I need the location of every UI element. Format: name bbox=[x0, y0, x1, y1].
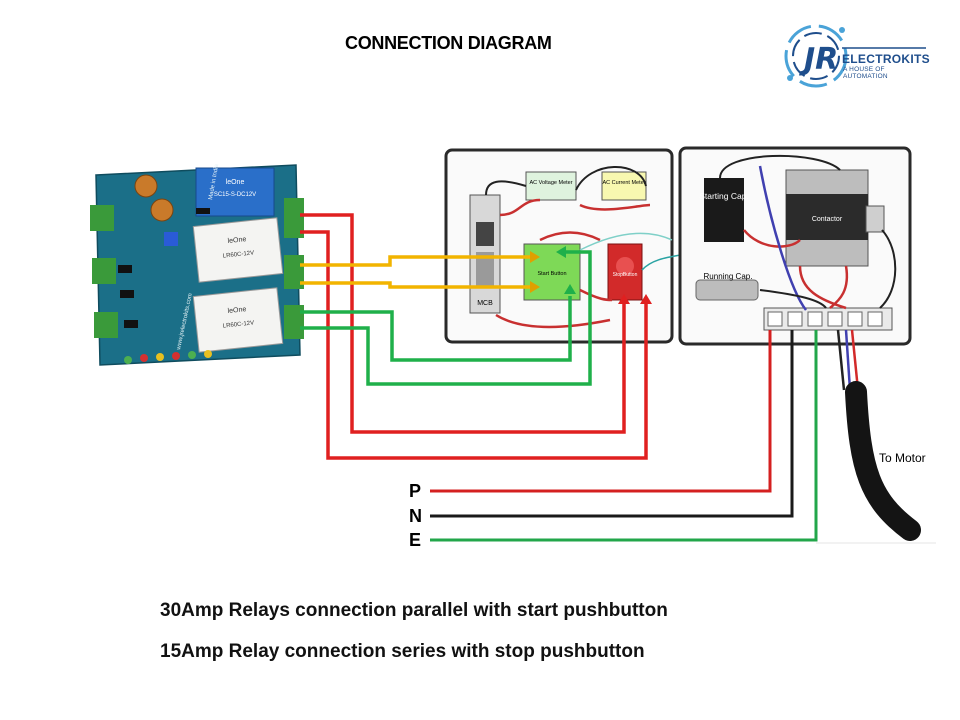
capacitor bbox=[150, 198, 174, 222]
terminal-block bbox=[92, 258, 116, 284]
brand-logo: JR ELECTROKITS A HOUSE OF AUTOMATION bbox=[780, 18, 930, 90]
ic-chip bbox=[118, 265, 132, 273]
ic-chip bbox=[124, 320, 138, 328]
relay-brand-small: leOne bbox=[226, 179, 245, 186]
led bbox=[124, 356, 132, 364]
terminal-block-out-1 bbox=[284, 198, 304, 238]
wire-yellow-start-1 bbox=[300, 255, 530, 267]
wire-red-stop-1 bbox=[300, 213, 626, 434]
supply-label-e: E bbox=[409, 530, 422, 550]
led bbox=[172, 352, 180, 360]
control-panel: AC Voltage Meter AC Current Meter MCB St… bbox=[444, 148, 721, 344]
terminal-block-out-3 bbox=[284, 305, 304, 339]
start-button-label: Start Button bbox=[537, 271, 566, 277]
starting-capacitor bbox=[704, 178, 744, 242]
relay-model-large-2: LR60C-12V bbox=[223, 320, 255, 329]
relay-model-small: SC15-S-DC12V bbox=[214, 192, 256, 198]
motor-cable bbox=[836, 329, 921, 541]
running-capacitor bbox=[695, 279, 759, 301]
logo-brand: ELECTROKITS bbox=[842, 52, 930, 66]
relay-board: leOne SC15-S-DC12V leOne LR60C-12V leOne… bbox=[90, 163, 304, 366]
relay-brand-large-1: leOne bbox=[227, 236, 246, 245]
supply-label-p: P bbox=[409, 481, 422, 501]
supply-label-n: N bbox=[409, 506, 422, 526]
page-title: CONNECTION DIAGRAM bbox=[345, 33, 552, 53]
logo-circuit-icon bbox=[784, 24, 926, 88]
large-relay-1 bbox=[192, 217, 284, 283]
running-cap-label: Running Cap. bbox=[704, 272, 753, 281]
ac-voltage-meter-label: AC Voltage Meter bbox=[529, 180, 572, 186]
diode bbox=[196, 208, 210, 214]
capacitor bbox=[134, 174, 158, 198]
contactor-label: Contactor bbox=[812, 216, 843, 223]
wire-green-start-2 bbox=[300, 250, 592, 386]
relay-model-large-1: LR60C-12V bbox=[223, 250, 255, 259]
wire-red-stop-2 bbox=[300, 230, 648, 460]
large-relay-2 bbox=[192, 287, 284, 353]
ac-voltage-meter bbox=[525, 171, 577, 201]
mcb-label: MCB bbox=[477, 300, 493, 307]
wire-yellow-start-2 bbox=[300, 281, 530, 289]
led bbox=[156, 353, 164, 361]
ac-current-meter bbox=[601, 171, 647, 201]
terminal-block bbox=[94, 312, 118, 338]
wire-green-start-1 bbox=[300, 296, 572, 362]
ac-current-meter-label: AC Current Meter bbox=[602, 180, 645, 186]
note-series: 15Amp Relay connection series with stop … bbox=[160, 641, 645, 662]
supply-line-e bbox=[430, 330, 818, 542]
contactor-panel: Starting Cap. Contactor Running Cap. bbox=[678, 146, 912, 346]
stop-button-label: StopButton bbox=[613, 272, 638, 278]
ic-chip bbox=[120, 290, 134, 298]
led bbox=[140, 354, 148, 362]
supply-line-p bbox=[430, 330, 772, 493]
terminal-block-out-2 bbox=[284, 255, 304, 289]
to-motor-label: To Motor bbox=[879, 451, 926, 465]
supply-line-n bbox=[430, 330, 794, 518]
logo-letters: JR bbox=[804, 42, 839, 77]
terminal-block bbox=[90, 205, 114, 231]
relay-brand-large-2: leOne bbox=[227, 306, 246, 315]
potentiometer bbox=[164, 232, 178, 246]
led bbox=[204, 350, 212, 358]
led bbox=[188, 351, 196, 359]
arrow-icon bbox=[530, 246, 652, 304]
starting-cap-label: Starting Cap. bbox=[699, 191, 749, 201]
note-parallel: 30Amp Relays connection parallel with st… bbox=[160, 600, 668, 621]
logo-tagline: A HOUSE OF AUTOMATION bbox=[843, 66, 888, 80]
